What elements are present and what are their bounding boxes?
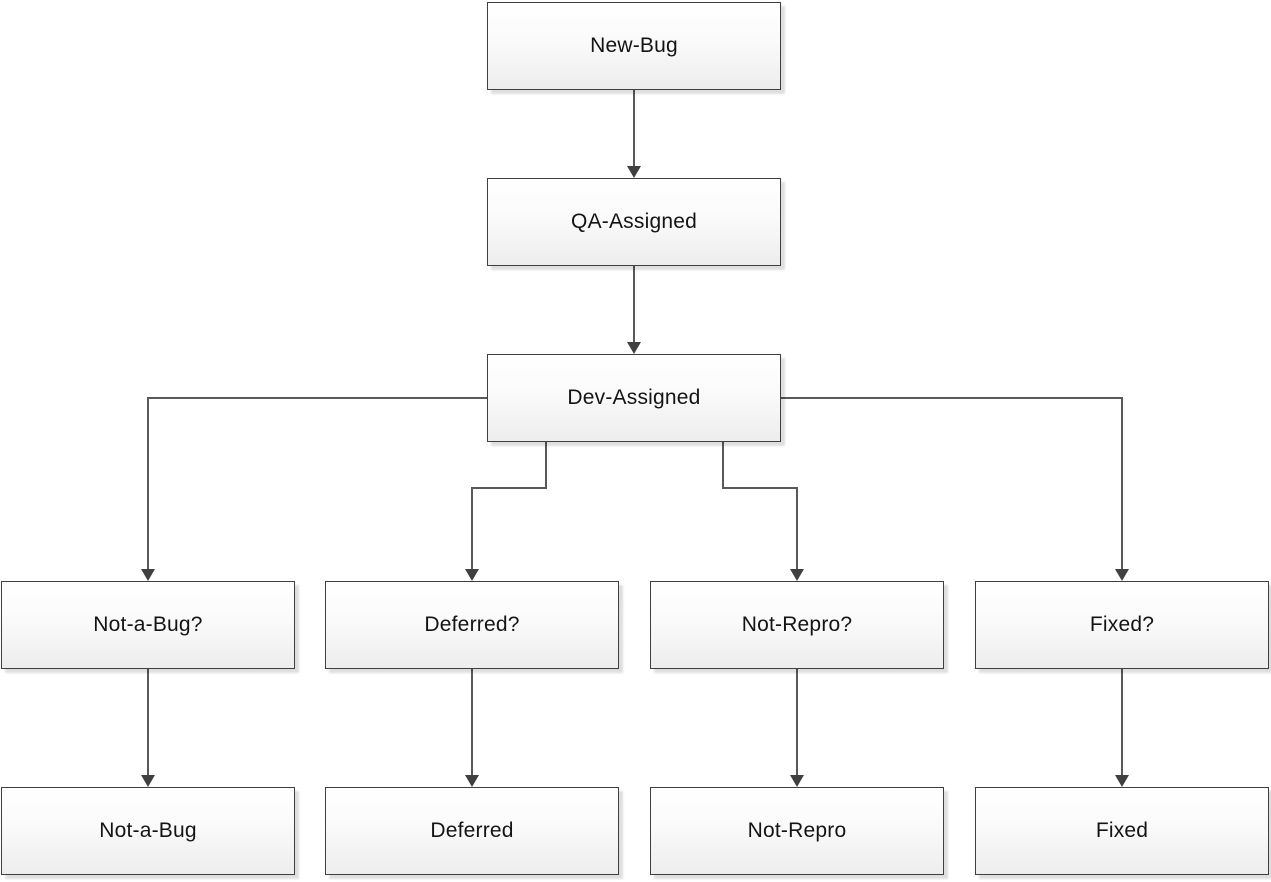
- node-label: Not-a-Bug: [99, 819, 197, 842]
- arrowhead-icon: [627, 342, 641, 354]
- edge-qa-assigned-to-dev-assigned: [627, 266, 641, 354]
- node-label: New-Bug: [590, 34, 678, 57]
- node-not-repro: Not-Repro: [650, 787, 944, 875]
- node-label: Not-a-Bug?: [93, 613, 203, 636]
- edge-dev-assigned-to-not-a-bug-q: [141, 397, 487, 581]
- arrowhead-icon: [1115, 569, 1129, 581]
- node-fixed-question: Fixed?: [975, 581, 1269, 669]
- node-deferred: Deferred: [325, 787, 619, 875]
- arrowhead-icon: [790, 775, 804, 787]
- arrowhead-icon: [790, 569, 804, 581]
- arrowhead-icon: [1115, 775, 1129, 787]
- node-not-repro-question: Not-Repro?: [650, 581, 944, 669]
- node-new-bug: New-Bug: [487, 2, 781, 90]
- edge-dev-assigned-to-deferred-q: [465, 442, 547, 581]
- node-deferred-question: Deferred?: [325, 581, 619, 669]
- edge-new-bug-to-qa-assigned: [627, 90, 641, 178]
- node-label: Fixed?: [1089, 613, 1155, 636]
- arrowhead-icon: [141, 775, 155, 787]
- node-label: Not-Repro?: [741, 613, 853, 636]
- node-label: Fixed: [1095, 819, 1149, 842]
- node-not-a-bug-question: Not-a-Bug?: [1, 581, 295, 669]
- node-label: Dev-Assigned: [567, 386, 701, 409]
- arrowhead-icon: [465, 775, 479, 787]
- node-fixed: Fixed: [975, 787, 1269, 875]
- arrowhead-icon: [627, 166, 641, 178]
- node-label: Deferred: [430, 819, 514, 842]
- arrowhead-icon: [141, 569, 155, 581]
- edge-dev-assigned-to-not-repro-q: [722, 442, 804, 581]
- node-label: QA-Assigned: [571, 210, 697, 233]
- node-dev-assigned: Dev-Assigned: [487, 354, 781, 442]
- edge-not-repro-q-to-not-repro: [790, 669, 804, 787]
- node-label: Not-Repro: [747, 819, 847, 842]
- arrowhead-icon: [465, 569, 479, 581]
- node-not-a-bug: Not-a-Bug: [1, 787, 295, 875]
- node-label: Deferred?: [424, 613, 520, 636]
- edge-fixed-q-to-fixed: [1115, 669, 1129, 787]
- edge-deferred-q-to-deferred: [465, 669, 479, 787]
- edge-dev-assigned-to-fixed-q: [781, 397, 1129, 581]
- node-qa-assigned: QA-Assigned: [487, 178, 781, 266]
- edge-not-a-bug-q-to-not-a-bug: [141, 669, 155, 787]
